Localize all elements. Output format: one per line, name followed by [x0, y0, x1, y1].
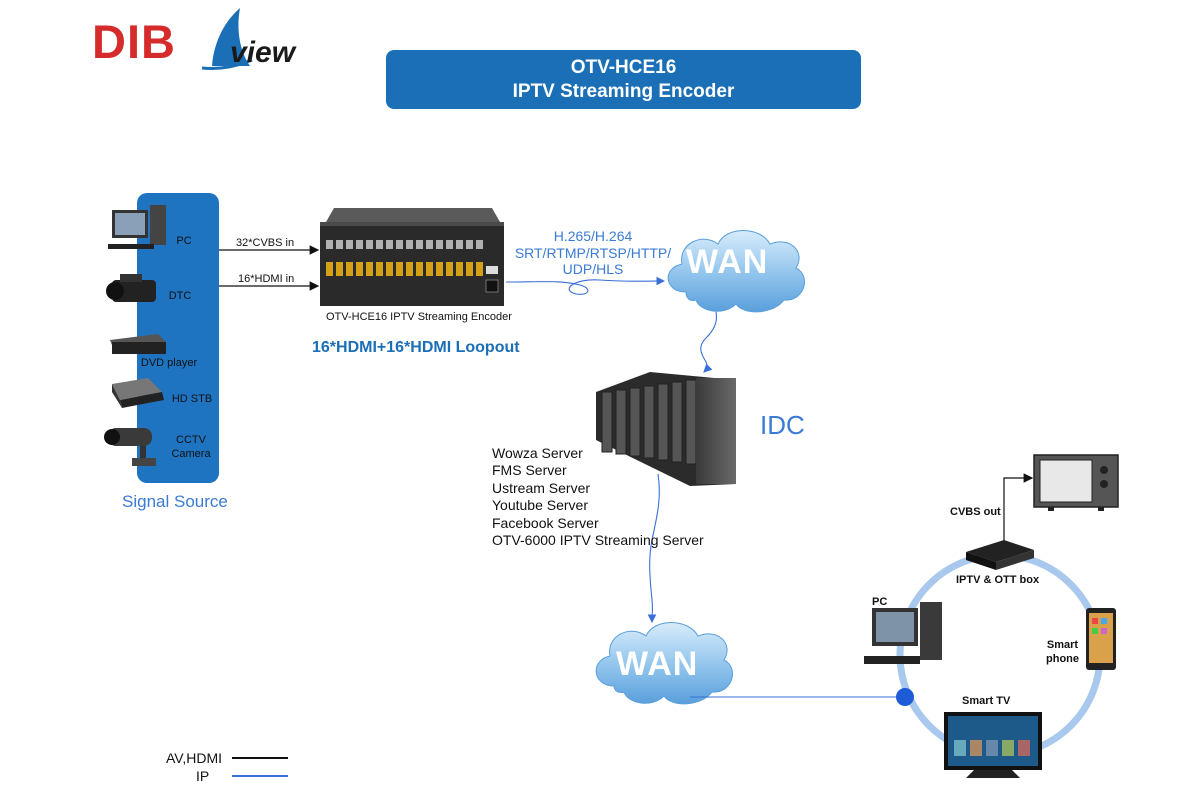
encoder-port-icon [326, 262, 333, 276]
wan-cloud-top-icon [667, 230, 805, 313]
encoder-port-icon [426, 262, 433, 276]
set-top-box-icon [112, 378, 164, 408]
encoder-port-icon [396, 240, 403, 249]
source-label-cctv: CCTV Camera [171, 434, 211, 460]
server-list: Wowza Server FMS Server Ustream Server Y… [492, 445, 704, 549]
loopout-label: 16*HDMI+16*HDMI Loopout [312, 339, 520, 356]
camcorder-icon [106, 274, 156, 302]
encoder-caption: OTV-HCE16 IPTV Streaming Encoder [326, 311, 512, 323]
pc-client-label: PC [872, 596, 888, 608]
encoder-port-icon [336, 240, 343, 249]
smart-tv-label: Smart TV [962, 695, 1011, 707]
wan-cloud-bottom-icon [595, 622, 733, 705]
hdmi-input-label: 16*HDMI in [238, 273, 295, 285]
smartphone-label-line1: Smart [1046, 639, 1079, 651]
encoder-port-icon [356, 262, 363, 276]
source-label-stb: HD STB [171, 393, 213, 405]
title-line2: IPTV Streaming Encoder [512, 81, 735, 102]
encoder-port-icon [436, 240, 443, 249]
encoder-port-icon [406, 262, 413, 276]
protocol-line2: SRT/RTMP/RTSP/HTTP/ [514, 244, 672, 261]
encoder-port-icon [426, 240, 433, 249]
server-rack-icon [657, 383, 669, 461]
encoder-port-icon [376, 262, 383, 276]
ip-link-idc-wan [647, 473, 660, 624]
encoder-device-icon [320, 208, 504, 306]
encoder-port-icon [416, 240, 423, 249]
server-rack-icon [601, 391, 613, 453]
encoder-port-icon [366, 240, 373, 249]
pc-device-icon [108, 205, 166, 249]
server-rack-icon [671, 381, 683, 463]
encoder-port-icon [346, 240, 353, 249]
server-item: Youtube Server [492, 497, 588, 514]
encoder-port-icon [346, 262, 353, 276]
iptv-box-label: IPTV & OTT box [956, 574, 1040, 586]
encoder-port-icon [436, 262, 443, 276]
encoder-port-icon [456, 240, 463, 249]
dvd-player-icon [110, 334, 166, 354]
encoder-port-icon [476, 240, 483, 249]
ip-link-encoder-wan [505, 276, 666, 295]
protocol-line3: UDP/HLS [562, 261, 624, 277]
encoder-port-icon [386, 262, 393, 276]
title-line1: OTV-HCE16 [570, 57, 677, 78]
server-item: Wowza Server [492, 445, 583, 461]
encoder-port-icon [336, 262, 343, 276]
pc-client-icon [864, 602, 942, 664]
iptv-box-icon [966, 540, 1034, 570]
smart-tv-icon [944, 712, 1042, 778]
smartphone-icon [1086, 608, 1116, 670]
signal-source-panel [137, 193, 219, 483]
protocol-labels: H.265/H.264 SRT/RTMP/RTSP/HTTP/ UDP/HLS [508, 228, 678, 278]
cctv-camera-icon [104, 428, 156, 466]
encoder-port-icon [446, 262, 453, 276]
encoder-port-icon [466, 262, 473, 276]
encoder-port-icon [476, 262, 483, 276]
wan-top-label: WAN [686, 243, 769, 281]
ring-junction-dot [896, 688, 914, 706]
source-label-dvd: DVD player [140, 357, 198, 369]
source-label-pc: PC [176, 235, 192, 247]
ip-link-wan-idc [700, 311, 718, 373]
encoder-port-icon [406, 240, 413, 249]
logo-brand: DIB [92, 15, 176, 68]
server-rack-front-icon [696, 378, 736, 484]
server-rack-icon [629, 387, 641, 457]
protocol-line1: H.265/H.264 [553, 228, 633, 244]
logo-sail-icon [201, 8, 253, 70]
encoder-port-icon [446, 240, 453, 249]
encoder-port-icon [396, 262, 403, 276]
title-banner: OTV-HCE16 IPTV Streaming Encoder [386, 50, 861, 109]
encoder-port-icon [466, 240, 473, 249]
signal-source-title: Signal Source [122, 492, 228, 511]
cvbs-input-label: 32*CVBS in [236, 237, 295, 249]
cvbs-out-arrow [1003, 473, 1034, 543]
logo-suffix: view [230, 36, 296, 69]
legend-av-label: AV,HDMI [166, 750, 223, 766]
encoder-port-icon [366, 262, 373, 276]
cvbs-out-label: CVBS out [950, 506, 1001, 518]
encoder-port-icon [386, 240, 393, 249]
server-item: FMS Server [492, 462, 567, 479]
encoder-port-icon [326, 240, 333, 249]
server-item: Ustream Server [492, 479, 591, 496]
server-rack-icon [643, 385, 655, 459]
encoder-port-icon [356, 240, 363, 249]
encoder-port-icon [376, 240, 383, 249]
server-item: OTV-6000 IPTV Streaming Server [492, 532, 704, 549]
idc-servers-icon [596, 372, 736, 486]
idc-label: IDC [760, 410, 805, 440]
encoder-port-icon [416, 262, 423, 276]
retro-tv-icon [1033, 454, 1119, 511]
encoder-port-icon [456, 262, 463, 276]
server-item: Facebook Server [492, 514, 599, 531]
wan-bottom-label: WAN [616, 645, 699, 683]
smartphone-label: Smart phone [1046, 638, 1079, 666]
smartphone-label-line2: phone [1046, 653, 1079, 665]
server-rack-icon [615, 389, 627, 455]
legend-ip-label: IP [196, 768, 210, 784]
source-label-dtc: DTC [168, 290, 192, 302]
